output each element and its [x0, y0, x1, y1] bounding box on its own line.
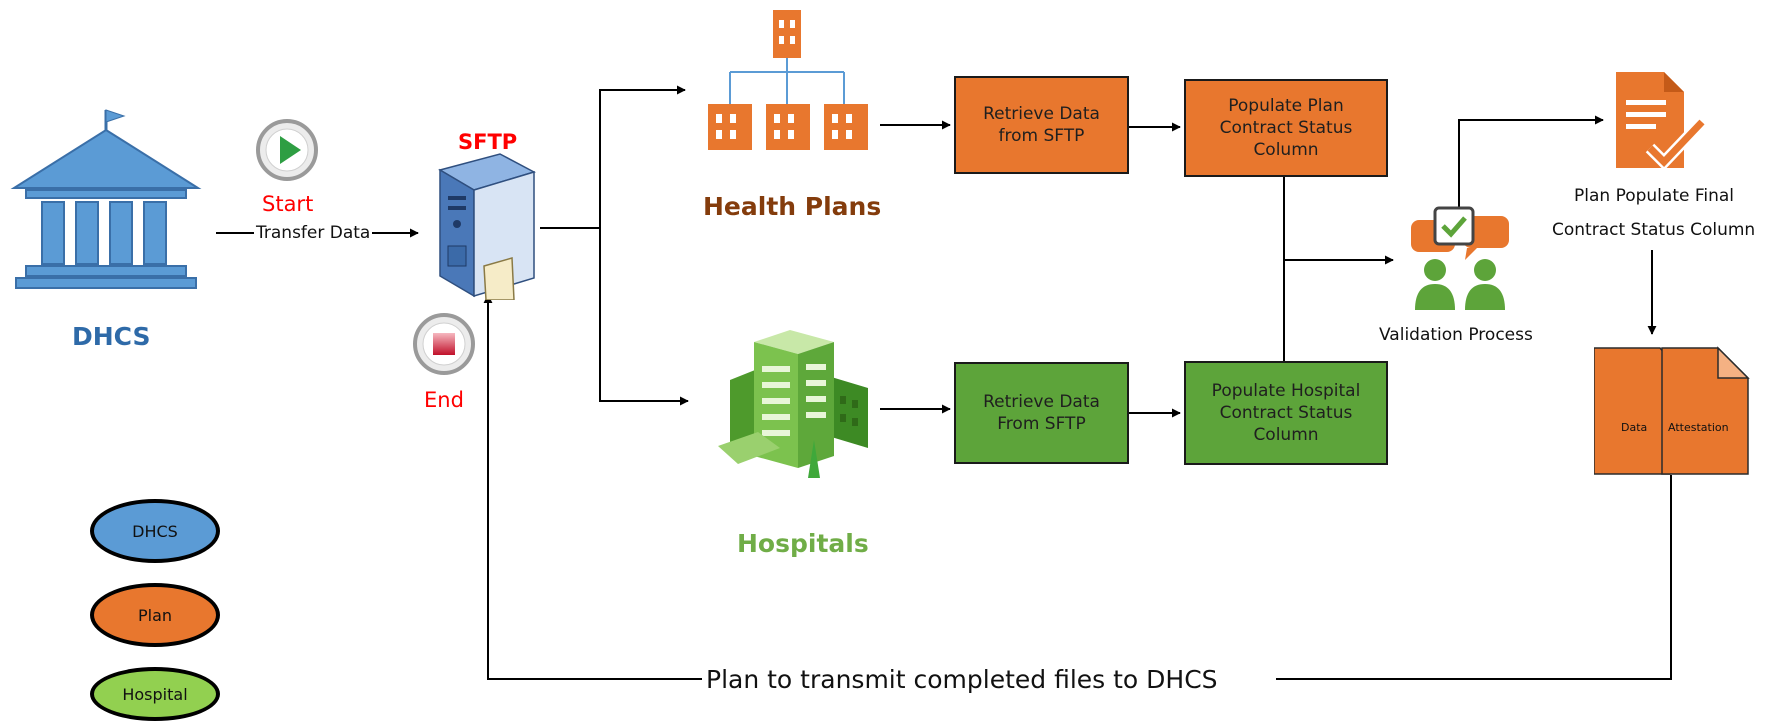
arrow-sftp-healthplans: [540, 85, 686, 229]
return-flow-label: Plan to transmit completed files to DHCS: [706, 665, 1218, 694]
end-label: End: [424, 388, 464, 412]
attestation-file-label: Attestation: [1668, 421, 1729, 434]
org-buildings-icon: [708, 10, 868, 150]
server-icon[interactable]: [422, 150, 552, 300]
legend-plan-label: Plan: [137, 605, 173, 625]
data-file-label: Data: [1621, 421, 1648, 434]
arrow-validation-final: [1458, 115, 1604, 215]
return-line-left: [483, 294, 702, 680]
plan-retrieve-label: Retrieve Data from SFTP: [983, 104, 1100, 146]
start-label: Start: [262, 192, 314, 216]
people-chat-check-icon: [1411, 206, 1509, 310]
file-icon: [1594, 346, 1750, 475]
dhcs-label: DHCS: [72, 322, 151, 351]
plan-populate-box[interactable]: Populate Plan Contract Status Column: [1184, 79, 1388, 177]
government-building-icon: [10, 109, 202, 289]
legend-dhcs-label: DHCS: [132, 521, 178, 541]
stop-icon[interactable]: [412, 312, 476, 376]
transfer-data-label: Transfer Data: [254, 223, 373, 243]
plan-populate-label: Populate Plan Contract Status Column: [1219, 96, 1353, 160]
hosp-populate-label: Populate Hospital Contract Status Column: [1211, 381, 1361, 445]
final-label-line2: Contract Status Column: [1552, 220, 1756, 240]
legend-hospital: Hospital: [90, 667, 220, 721]
health-plans-label: Health Plans: [703, 192, 882, 221]
return-line-right: [1276, 475, 1672, 680]
plan-retrieve-box[interactable]: Retrieve Data from SFTP: [954, 76, 1129, 174]
hospitals-label: Hospitals: [737, 529, 869, 558]
final-label-line1: Plan Populate Final: [1574, 186, 1735, 206]
legend-plan: Plan: [90, 583, 220, 647]
document-check-icon: [1616, 72, 1707, 170]
arrow-sftp-hospitals: [599, 228, 689, 406]
hospital-building-icon: [718, 330, 868, 478]
legend-dhcs: DHCS: [90, 499, 220, 563]
legend-hospital-label: Hospital: [122, 684, 188, 704]
hosp-retrieve-label: Retrieve Data From SFTP: [983, 392, 1100, 434]
hosp-retrieve-box[interactable]: Retrieve Data From SFTP: [954, 362, 1129, 464]
hosp-populate-box[interactable]: Populate Hospital Contract Status Column: [1184, 361, 1388, 465]
validation-label: Validation Process: [1379, 325, 1533, 345]
play-icon[interactable]: [255, 118, 319, 182]
sftp-label: SFTP: [458, 130, 518, 154]
